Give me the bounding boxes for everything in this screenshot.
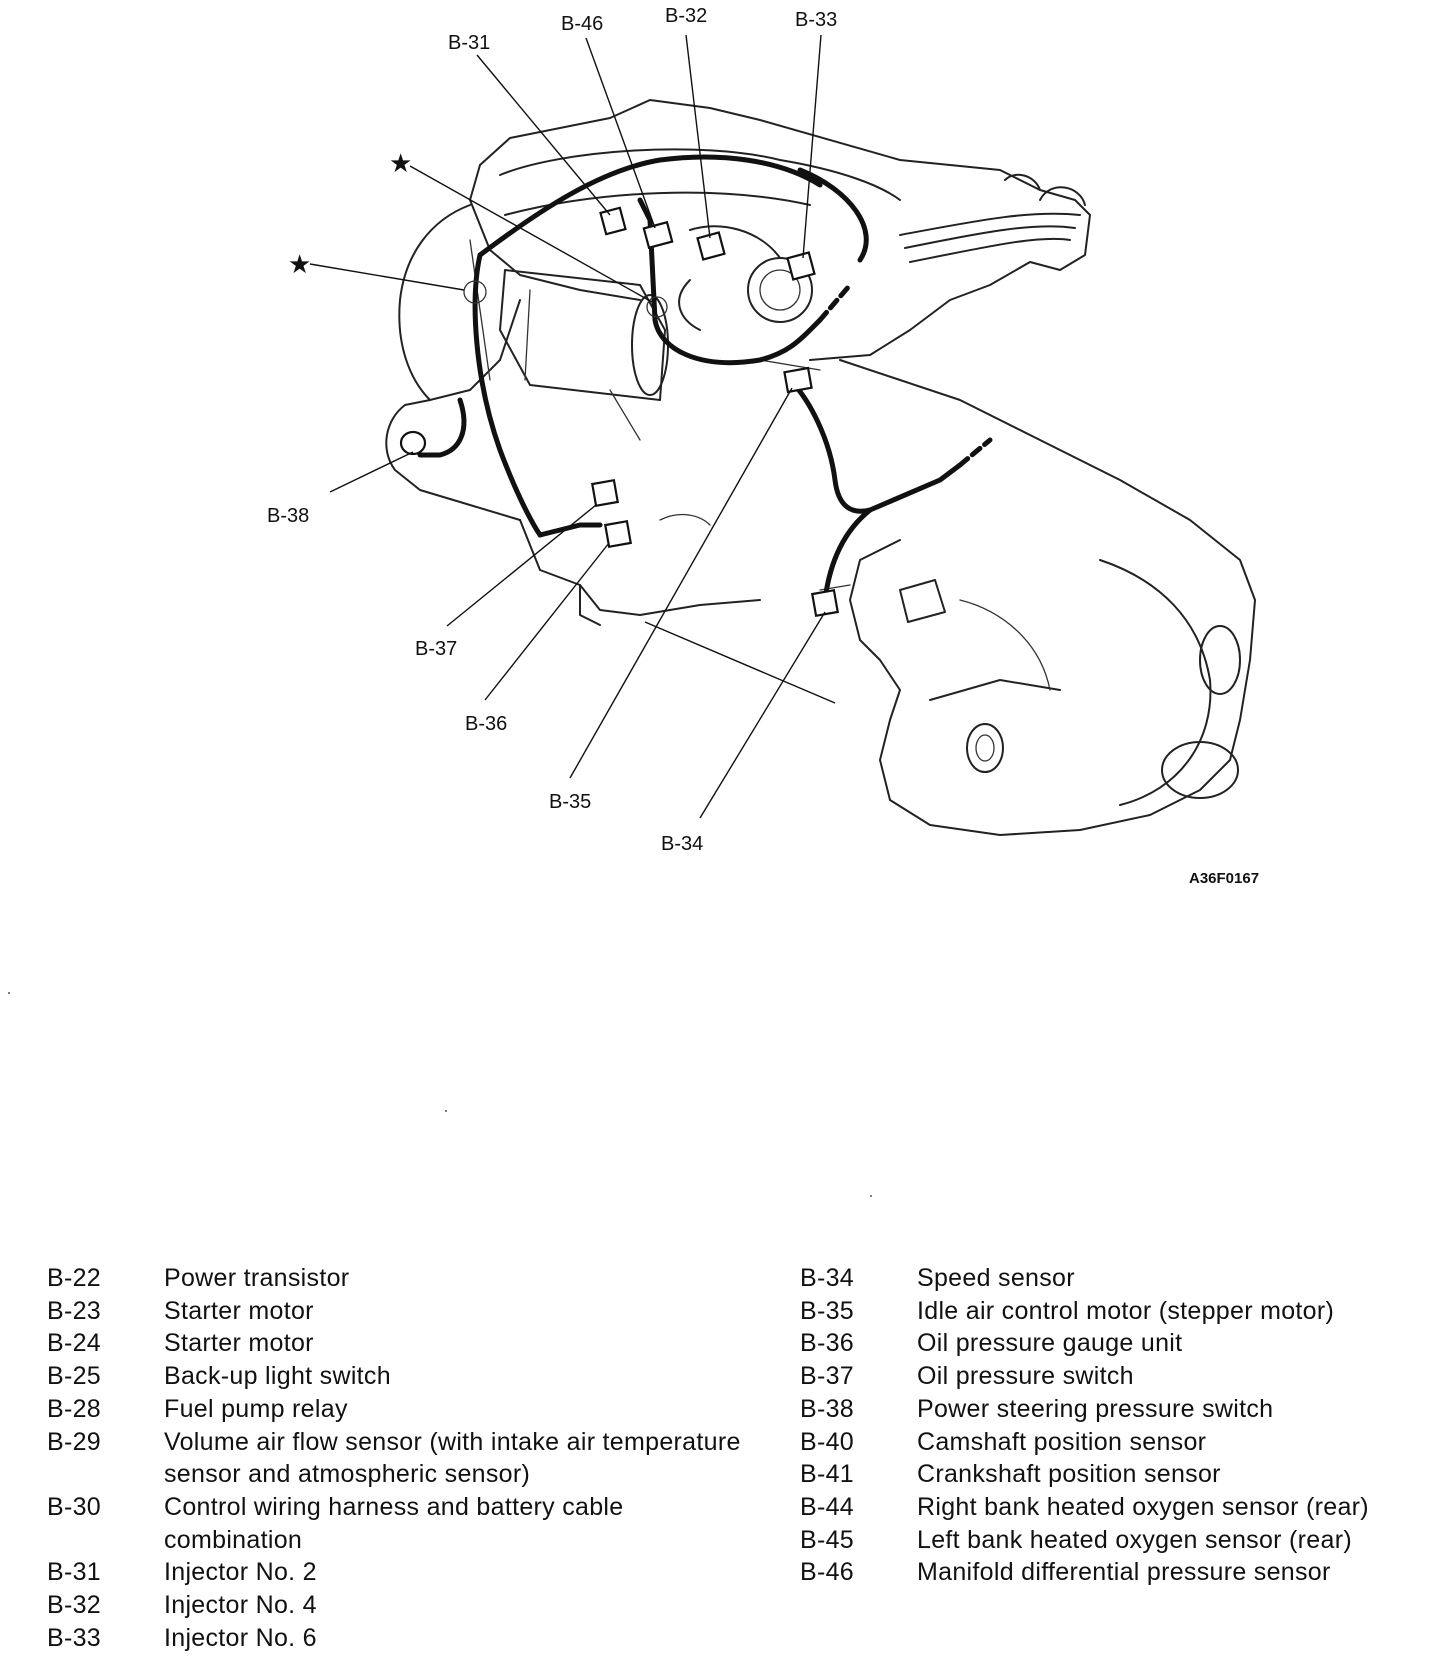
legend-item: B-31 Injector No. 2 [47,1556,747,1589]
scan-speck [445,1110,447,1112]
connector-b34 [810,588,840,618]
legend-description: Back-up light switch [164,1362,391,1391]
star-point-1 [646,296,668,318]
legend-description: Injector No. 2 [164,1558,317,1587]
legend-code: B-44 [800,1492,855,1521]
connector-b37 [590,478,620,508]
legend-item: B-29 Volume air flow sensor (with intake … [47,1426,747,1491]
legend-description: Left bank heated oxygen sensor (rear) [917,1525,1352,1554]
legend-code: B-23 [47,1296,102,1325]
leader-lines [309,34,836,819]
legend-item: B-22 Power transistor [47,1262,747,1295]
legend-code: B-25 [47,1362,102,1391]
legend-description: Speed sensor [917,1264,1075,1292]
callout-b33: B-33 [795,9,837,31]
legend-item: B-23 Starter motor [47,1295,747,1328]
legend-code: B-33 [47,1623,102,1652]
legend-code: B-46 [800,1558,855,1587]
legend-description: Control wiring harness and battery cable… [164,1492,624,1554]
engine-wiring-diagram: B-31 B-46 B-32 B-33 B-38 B-37 B-36 B-35 … [267,5,1259,887]
legend-code: B-24 [47,1329,102,1358]
legend-code: B-45 [800,1525,855,1554]
legend-code: B-32 [47,1591,102,1620]
legend-item: B-24 Starter motor [47,1327,747,1360]
callout-labels: B-31 B-46 B-32 B-33 B-38 B-37 B-36 B-35 … [267,5,1259,887]
legend-code: B-40 [800,1427,855,1456]
legend-item: B-28 Fuel pump relay [47,1393,747,1426]
legend-code: B-37 [800,1362,855,1391]
legend-description: Camshaft position sensor [917,1427,1207,1456]
connector-b36 [603,519,633,549]
legend-code: B-34 [800,1264,855,1292]
legend-item: B-25 Back-up light switch [47,1360,747,1393]
callout-b46: B-46 [561,13,603,35]
connector-b35 [783,366,813,394]
legend-item: B-30 Control wiring harness and battery c… [47,1491,747,1556]
legend-item: B-32 Injector No. 4 [47,1589,747,1622]
legend-code: B-36 [800,1329,855,1358]
callout-b37: B-37 [415,638,457,660]
scan-speck [870,1195,872,1197]
legend-code: B-22 [47,1264,102,1292]
legend-description: Crankshaft position sensor [917,1460,1221,1489]
connector-b46 [642,220,674,250]
connectors [399,206,840,618]
legend-item: B-37 Oil pressure switch [800,1360,1440,1393]
star-mark-lower: ★ [288,249,311,279]
legend-item: B-41 Crankshaft position sensor [800,1458,1440,1491]
legend-description: Starter motor [164,1329,314,1358]
connector-b32 [696,231,726,261]
scan-speck [8,992,10,994]
legend-description: Oil pressure switch [917,1362,1134,1391]
connector-b31 [599,206,627,236]
legend-description: Injector No. 6 [164,1623,317,1652]
callout-b38: B-38 [267,505,309,527]
legend-description: Power transistor [164,1264,350,1292]
legend-code: B-35 [800,1296,855,1325]
figure-id: A36F0167 [1189,870,1259,887]
legend-item: B-38 Power steering pressure switch [800,1393,1440,1426]
legend-description: Volume air flow sensor (with intake air … [164,1427,741,1489]
engine-outline [385,99,1256,836]
legend-item: B-44 Right bank heated oxygen sensor (rea… [800,1491,1440,1524]
legend-item: B-36 Oil pressure gauge unit [800,1327,1440,1360]
connector-b38 [399,430,427,456]
legend-code: B-38 [800,1394,855,1423]
callout-b35: B-35 [549,791,591,813]
callout-b32: B-32 [665,5,707,27]
legend-item: B-46 Manifold differential pressure senso… [800,1556,1440,1589]
legend-code: B-41 [800,1460,855,1489]
legend-code: B-31 [47,1558,102,1587]
legend-description: Right bank heated oxygen sensor (rear) [917,1492,1369,1521]
legend-code: B-29 [47,1427,102,1456]
legend-item: B-34 Speed sensor [800,1262,1440,1295]
callout-b36: B-36 [465,713,507,735]
star-mark-upper: ★ [389,148,412,178]
legend-description: Idle air control motor (stepper motor) [917,1296,1335,1325]
wiring-harness [417,154,993,603]
legend-code: B-28 [47,1394,102,1423]
callout-b31: B-31 [448,32,490,54]
legend-item: B-45 Left bank heated oxygen sensor (rear… [800,1524,1440,1557]
legend-code: B-30 [47,1492,102,1521]
legend-description: Injector No. 4 [164,1591,317,1620]
legend-description: Starter motor [164,1296,314,1325]
callout-b34: B-34 [661,833,703,855]
legend-item: B-33 Injector No. 6 [47,1622,747,1655]
connector-b33 [786,251,816,281]
legend-description: Power steering pressure switch [917,1394,1274,1423]
legend-description: Oil pressure gauge unit [917,1329,1183,1358]
star-point-2 [463,280,487,304]
legend-item: B-40 Camshaft position sensor [800,1426,1440,1459]
legend-description: Fuel pump relay [164,1394,348,1423]
legend-item: B-35 Idle air control motor (stepper moto… [800,1295,1440,1328]
legend-description: Manifold differential pressure sensor [917,1558,1331,1587]
